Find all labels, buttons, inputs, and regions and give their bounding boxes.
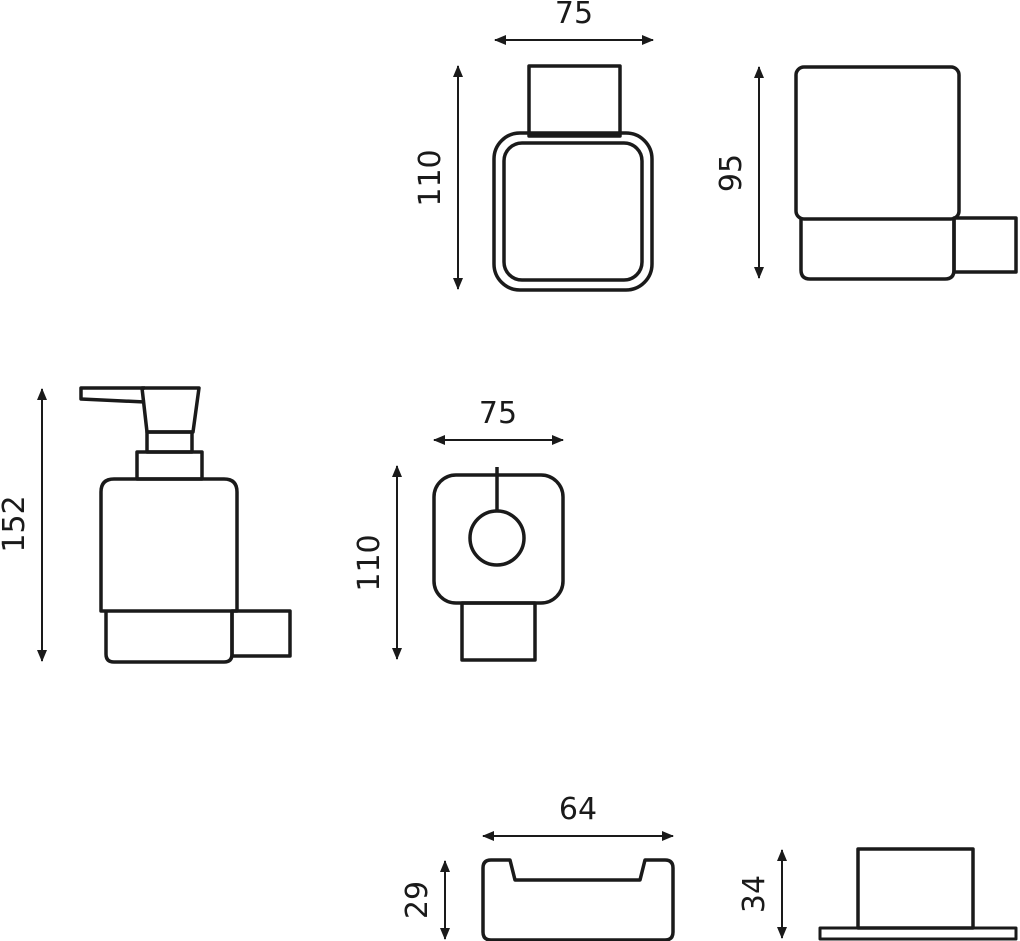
- soap-dispenser-side-view: 152: [0, 386, 292, 664]
- tumbler-holder-inner-frame: [502, 141, 644, 282]
- tumbler-side-height-label: 95: [714, 154, 749, 192]
- dispenser-collar: [135, 450, 204, 481]
- tumbler-holder-frame: [492, 131, 654, 292]
- dispenser-front-height-label: 110: [352, 534, 387, 591]
- tumbler-cup-body: [794, 65, 961, 221]
- tumbler-holder-side-view: 95: [714, 65, 1018, 281]
- hook-side-view: 34: [737, 847, 1018, 941]
- hook-front-width-label: 64: [559, 792, 597, 827]
- tumbler-front-height-label: 110: [413, 149, 448, 206]
- dispenser-holder-ring: [104, 611, 234, 664]
- tumbler-wall-bracket: [952, 216, 1018, 274]
- tumbler-holder-front-view: 75 110: [413, 0, 654, 292]
- hook-side-block: [856, 847, 975, 930]
- hook-front-view: 64 29: [400, 792, 675, 941]
- dispenser-wall-bracket: [230, 609, 292, 658]
- hook-front-height-label: 29: [400, 881, 435, 919]
- hook-side-height-label: 34: [737, 875, 772, 913]
- tumbler-front-width-label: 75: [555, 0, 593, 31]
- dispenser-pump-spout: [79, 386, 146, 404]
- hook-side-base-plate: [818, 926, 1018, 941]
- dispenser-front-pump-button: [468, 509, 526, 567]
- soap-dispenser-front-view: 75 110: [352, 396, 565, 662]
- tumbler-holder-ring: [799, 219, 956, 281]
- dispenser-pump-head: [140, 386, 201, 434]
- dispenser-bottle-body: [99, 477, 239, 613]
- dispenser-front-width-label: 75: [479, 396, 517, 431]
- dispenser-front-wall-plate: [460, 601, 537, 662]
- hook-front-outline: [481, 858, 675, 941]
- tumbler-cup-top: [527, 64, 622, 138]
- dispenser-side-height-label: 152: [0, 495, 32, 552]
- dispenser-pump-neck: [145, 430, 194, 454]
